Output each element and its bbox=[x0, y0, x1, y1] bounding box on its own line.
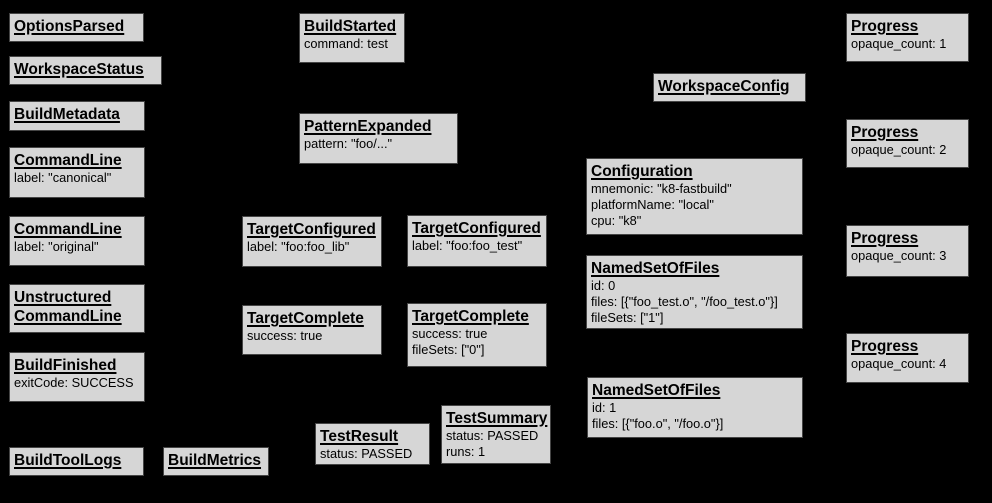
node-title: TargetConfigured bbox=[412, 220, 541, 237]
node-title: Progress bbox=[851, 18, 919, 35]
node-progress-4: Progress opaque_count: 4 bbox=[846, 333, 969, 383]
node-build-metadata: BuildMetadata bbox=[9, 101, 145, 131]
node-body: label: "foo:foo_test" bbox=[412, 238, 523, 253]
node-pattern-expanded: PatternExpanded pattern: "foo/..." bbox=[299, 113, 458, 164]
node-build-metrics: BuildMetrics bbox=[163, 447, 269, 476]
node-title: Unstructured CommandLine bbox=[14, 289, 122, 325]
node-title: Progress bbox=[851, 124, 919, 141]
node-title: Progress bbox=[851, 230, 919, 247]
node-title: NamedSetOfFiles bbox=[592, 382, 721, 399]
node-options-parsed: OptionsParsed bbox=[9, 13, 144, 42]
node-body: label: "original" bbox=[14, 239, 99, 254]
node-body: id: 1 files: [{"foo.o", "/foo.o"}] bbox=[592, 400, 724, 431]
node-title: PatternExpanded bbox=[304, 118, 432, 135]
node-target-complete-foo-test: TargetComplete success: true fileSets: [… bbox=[407, 303, 547, 367]
node-build-tool-logs: BuildToolLogs bbox=[9, 447, 144, 476]
node-title: BuildToolLogs bbox=[14, 452, 122, 469]
node-title: Configuration bbox=[591, 163, 693, 180]
node-command-line-canonical: CommandLine label: "canonical" bbox=[9, 147, 145, 198]
node-body: status: PASSED bbox=[320, 446, 413, 461]
node-body: opaque_count: 2 bbox=[851, 142, 947, 157]
node-body: opaque_count: 3 bbox=[851, 248, 947, 263]
node-title: BuildFinished bbox=[14, 357, 117, 374]
node-body: mnemonic: "k8-fastbuild" platformName: "… bbox=[591, 181, 732, 228]
node-target-complete-foo-lib: TargetComplete success: true bbox=[242, 305, 382, 355]
node-target-configured-foo-test: TargetConfigured label: "foo:foo_test" bbox=[407, 215, 547, 267]
node-progress-2: Progress opaque_count: 2 bbox=[846, 119, 969, 168]
node-body: status: PASSED runs: 1 bbox=[446, 428, 539, 459]
node-build-finished: BuildFinished exitCode: SUCCESS bbox=[9, 352, 145, 402]
node-body: opaque_count: 4 bbox=[851, 356, 947, 371]
node-unstructured-command-line: Unstructured CommandLine bbox=[9, 284, 145, 333]
node-body: label: "foo:foo_lib" bbox=[247, 239, 350, 254]
node-title: BuildMetrics bbox=[168, 452, 262, 469]
node-title: TargetComplete bbox=[247, 310, 364, 327]
node-title: WorkspaceConfig bbox=[658, 78, 790, 95]
node-title: TargetConfigured bbox=[247, 221, 376, 238]
node-title: CommandLine bbox=[14, 152, 122, 169]
node-named-set-of-files-1: NamedSetOfFiles id: 1 files: [{"foo.o", … bbox=[587, 377, 803, 438]
node-build-started: BuildStarted command: test bbox=[299, 13, 405, 63]
node-progress-1: Progress opaque_count: 1 bbox=[846, 13, 969, 62]
node-body: id: 0 files: [{"foo_test.o", "/foo_test.… bbox=[591, 278, 778, 325]
node-body: pattern: "foo/..." bbox=[304, 136, 393, 151]
node-title: WorkspaceStatus bbox=[14, 61, 144, 78]
node-body: success: true bbox=[247, 328, 323, 343]
node-title: TestResult bbox=[320, 428, 399, 445]
node-title: OptionsParsed bbox=[14, 18, 125, 35]
node-test-summary: TestSummary status: PASSED runs: 1 bbox=[441, 405, 551, 464]
node-title: CommandLine bbox=[14, 221, 122, 238]
node-command-line-original: CommandLine label: "original" bbox=[9, 216, 145, 266]
node-body: success: true fileSets: ["0"] bbox=[412, 326, 488, 357]
node-target-configured-foo-lib: TargetConfigured label: "foo:foo_lib" bbox=[242, 216, 382, 267]
node-test-result: TestResult status: PASSED bbox=[315, 423, 430, 465]
node-title: NamedSetOfFiles bbox=[591, 260, 720, 277]
node-title: TargetComplete bbox=[412, 308, 529, 325]
node-body: command: test bbox=[304, 36, 388, 51]
node-progress-3: Progress opaque_count: 3 bbox=[846, 225, 969, 277]
node-title: BuildStarted bbox=[304, 18, 397, 35]
node-title: Progress bbox=[851, 338, 919, 355]
node-named-set-of-files-0: NamedSetOfFiles id: 0 files: [{"foo_test… bbox=[586, 255, 803, 329]
node-title: TestSummary bbox=[446, 410, 548, 427]
node-title: BuildMetadata bbox=[14, 106, 120, 123]
node-body: opaque_count: 1 bbox=[851, 36, 947, 51]
node-workspace-config: WorkspaceConfig bbox=[653, 73, 806, 102]
node-workspace-status: WorkspaceStatus bbox=[9, 56, 162, 85]
node-configuration: Configuration mnemonic: "k8-fastbuild" p… bbox=[586, 158, 803, 235]
node-body: exitCode: SUCCESS bbox=[14, 375, 134, 390]
node-body: label: "canonical" bbox=[14, 170, 112, 185]
